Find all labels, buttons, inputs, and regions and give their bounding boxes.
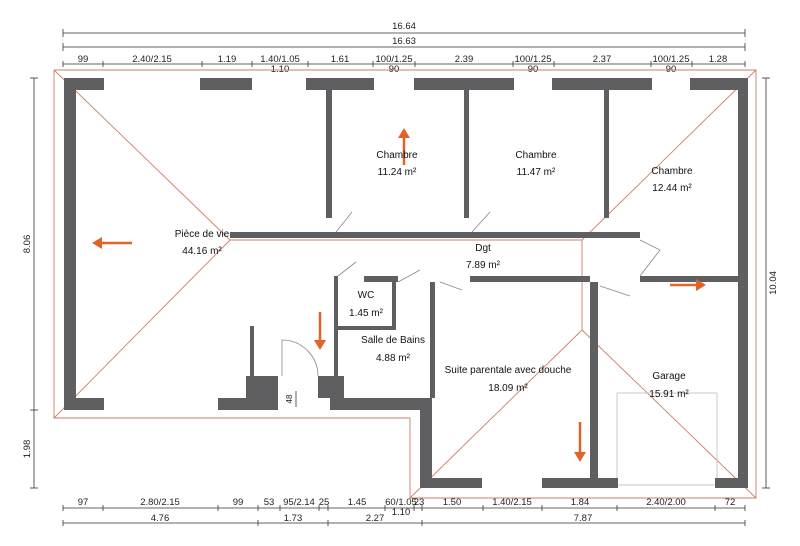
room-area: 1.45 m² (349, 308, 384, 319)
dim-total: 7.87 (574, 513, 593, 524)
dim-seg: 1.45 (348, 497, 367, 508)
dim-sub: 1.10 (392, 507, 411, 518)
dim-total: 4.76 (151, 513, 170, 524)
doors: 48 (281, 211, 661, 407)
dim-sub: 1.10 (271, 64, 290, 75)
room-name: Chambre (515, 150, 557, 161)
dim-seg: 100/1.25 (653, 54, 690, 65)
dim-seg: 23 (414, 497, 425, 508)
dim-sub: 90 (528, 64, 539, 75)
room-area: 12.44 m² (652, 183, 692, 194)
dim-right: 10.04 (768, 271, 779, 295)
room-area: 11.24 m² (378, 167, 417, 178)
dim-seg: 1.40/2.15 (492, 497, 532, 508)
dim-seg: 2.40/2.00 (646, 497, 686, 508)
dim-seg: 100/1.25 (376, 54, 413, 65)
room-area: 4.88 m² (376, 353, 411, 364)
room-name: Suite parentale avec douche (445, 365, 572, 376)
dim-seg: 100/1.25 (515, 54, 552, 65)
top-dimensions: 16.64 16.63 99 2.40/2.15 1.19 1.40/1.05 … (62, 21, 746, 75)
dim-seg: 60/1.05 (385, 497, 417, 508)
walls (64, 78, 748, 488)
dim-seg: 99 (78, 54, 89, 65)
room-name: Garage (652, 371, 686, 382)
dim-seg: 25 (319, 497, 330, 508)
room-area: 11.47 m² (517, 167, 556, 178)
room-area: 15.91 m² (649, 389, 689, 400)
dim-seg: 2.37 (593, 54, 612, 65)
dim-seg: 1.28 (709, 54, 728, 65)
dim-door-small: 48 (285, 394, 294, 403)
dim-total-1: 16.64 (392, 21, 416, 32)
room-name: WC (358, 290, 375, 301)
dim-seg: 1.50 (443, 497, 462, 508)
room-name: Chambre (651, 166, 693, 177)
dim-seg: 97 (78, 497, 89, 508)
dim-total: 1.73 (284, 513, 303, 524)
dim-seg: 1.19 (218, 54, 237, 65)
dim-total-2: 16.63 (392, 36, 416, 47)
dim-sub: 90 (666, 64, 677, 75)
dim-left-1: 8.06 (22, 235, 33, 254)
dim-left-2: 1.98 (22, 440, 33, 459)
room-name: Dgt (475, 243, 491, 254)
orientation-arrows (92, 128, 706, 462)
dim-seg: 1.61 (331, 54, 350, 65)
dim-seg: 99 (233, 497, 244, 508)
dim-seg: 53 (264, 497, 275, 508)
dim-sub: 90 (389, 64, 400, 75)
dim-seg: 1.40/1.05 (260, 54, 300, 65)
side-dimensions: 8.06 1.98 10.04 (22, 77, 779, 489)
dim-seg: 72 (725, 497, 736, 508)
dim-seg: 95/2.14 (283, 497, 315, 508)
dim-seg: 1.84 (571, 497, 590, 508)
room-area: 44.16 m² (182, 246, 222, 257)
room-name: Chambre (376, 150, 418, 161)
room-area: 18.09 m² (488, 383, 528, 394)
dim-total: 2.27 (366, 513, 385, 524)
room-name: Salle de Bains (361, 335, 425, 346)
dim-seg: 2.80/2.15 (140, 497, 180, 508)
room-labels: Pièce de vie 44.16 m² Chambre 11.24 m² C… (175, 150, 693, 400)
room-name: Pièce de vie (175, 229, 230, 240)
dim-seg: 2.40/2.15 (132, 54, 172, 65)
roof-outline (53, 69, 757, 499)
dim-seg: 2.39 (455, 54, 474, 65)
bottom-dimensions: 97 2.80/2.15 99 53 95/2.14 25 1.45 60/1.… (62, 497, 746, 526)
room-area: 7.89 m² (466, 260, 501, 271)
